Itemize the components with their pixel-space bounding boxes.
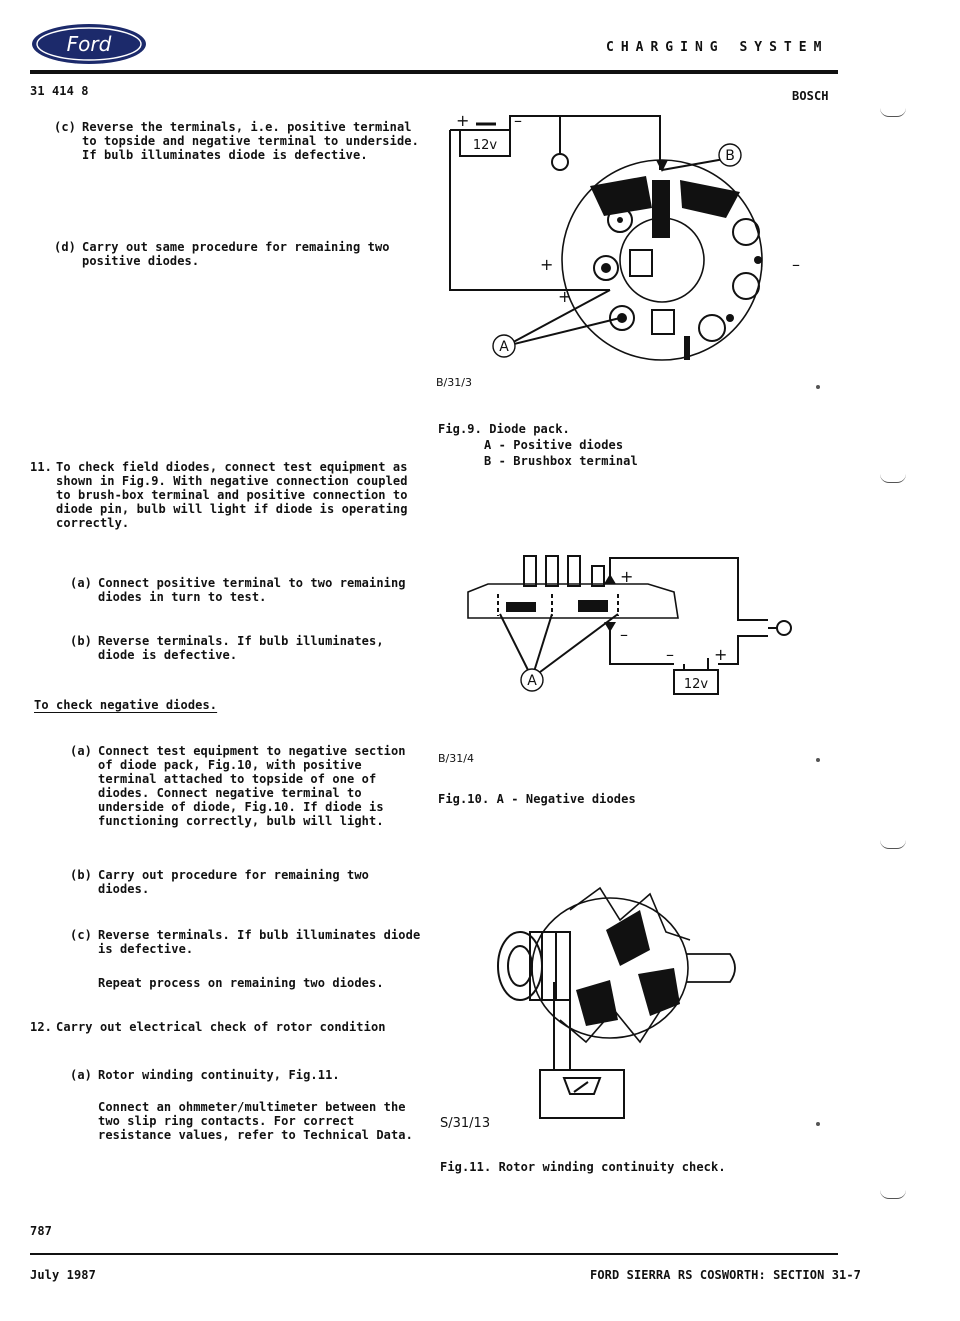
step-text: Carry out same procedure for remaining t… bbox=[82, 240, 390, 268]
fig9-minus-battery: – bbox=[514, 111, 522, 130]
step-text: Rotor winding continuity, Fig.11. bbox=[98, 1068, 340, 1082]
manufacturer-label: BOSCH bbox=[792, 89, 829, 103]
ford-logo: Ford bbox=[30, 22, 148, 70]
fig9-code: B/31/3 bbox=[436, 376, 472, 389]
footer-date: July 1987 bbox=[30, 1268, 96, 1282]
step-number: 12. bbox=[30, 1020, 52, 1034]
step-label: (b) bbox=[70, 868, 92, 882]
step-d-positive: (d) Carry out same procedure for remaini… bbox=[54, 240, 424, 268]
fig9-minus-right: – bbox=[792, 255, 800, 274]
step-neg-b: (b) Carry out procedure for remaining tw… bbox=[70, 868, 426, 896]
step-text: Carry out procedure for remaining two di… bbox=[98, 868, 370, 896]
ford-logo-text: Ford bbox=[67, 32, 112, 56]
step-11a: (a) Connect positive terminal to two rem… bbox=[70, 576, 426, 604]
fig9-battery-label: 12v bbox=[473, 138, 498, 153]
step-text: Connect positive terminal to two remaini… bbox=[98, 576, 406, 604]
fig9-plus-diode: + bbox=[558, 287, 571, 306]
step-text: Reverse the terminals, i.e. positive ter… bbox=[82, 120, 419, 162]
negative-diodes-heading: To check negative diodes. bbox=[34, 698, 218, 712]
step-neg-c: (c) Reverse terminals. If bulb illuminat… bbox=[70, 928, 426, 956]
step-label: (a) bbox=[70, 744, 92, 758]
repeat-note: Repeat process on remaining two diodes. bbox=[98, 976, 384, 990]
fig10-plus-battery: + bbox=[714, 645, 727, 664]
fig10-diagram: A 12v + – – + bbox=[448, 548, 828, 732]
fig10-caption: Fig.10. A - Negative diodes bbox=[438, 792, 636, 806]
step-12a: (a) Rotor winding continuity, Fig.11. bbox=[70, 1068, 426, 1082]
fig10-minus-battery: – bbox=[666, 645, 674, 664]
step-label: (c) bbox=[54, 120, 76, 134]
step-text: Reverse terminals. If bulb illuminates d… bbox=[98, 928, 421, 956]
fig9-label-a: A bbox=[499, 339, 509, 355]
step-11b: (b) Reverse terminals. If bulb illuminat… bbox=[70, 634, 426, 662]
step-label: (a) bbox=[70, 1068, 92, 1082]
fig9-caption-a: A - Positive diodes bbox=[484, 438, 624, 452]
registration-dot bbox=[816, 1122, 820, 1126]
registration-dot bbox=[816, 385, 820, 389]
fig11-code: S/31/13 bbox=[440, 1116, 491, 1131]
margin-mark bbox=[880, 108, 906, 117]
step-text: Carry out electrical check of rotor cond… bbox=[56, 1020, 386, 1034]
step-text: To check field diodes, connect test equi… bbox=[56, 460, 408, 530]
fig10-plus-top: + bbox=[620, 567, 633, 586]
footer-rule bbox=[30, 1253, 838, 1255]
step-text: Reverse terminals. If bulb illuminates, … bbox=[98, 634, 384, 662]
step-number: 11. bbox=[30, 460, 52, 474]
page-number: 787 bbox=[30, 1224, 52, 1238]
ref-number: 31 414 8 bbox=[30, 84, 89, 98]
fig9-plus-left: + bbox=[540, 255, 553, 274]
fig11-caption: Fig.11. Rotor winding continuity check. bbox=[440, 1160, 726, 1174]
header-rule bbox=[30, 70, 838, 74]
fig9-plus-battery: + bbox=[456, 111, 469, 130]
step-c-positive: (c) Reverse the terminals, i.e. positive… bbox=[54, 120, 424, 162]
step-label: (a) bbox=[70, 576, 92, 590]
fig11-diagram bbox=[490, 870, 750, 1134]
step-label: (c) bbox=[70, 928, 92, 942]
footer-document-ref: FORD SIERRA RS COSWORTH: SECTION 31-7 bbox=[590, 1268, 862, 1282]
fig9-diagram: B A 12v + – + + – bbox=[440, 100, 800, 374]
step-12a-detail: Connect an ohmmeter/multimeter between t… bbox=[98, 1100, 413, 1142]
margin-mark bbox=[880, 840, 906, 849]
fig9-caption-title: Fig.9. Diode pack. bbox=[438, 422, 570, 436]
margin-mark bbox=[880, 1190, 906, 1199]
step-label: (d) bbox=[54, 240, 76, 254]
step-neg-a: (a) Connect test equipment to negative s… bbox=[70, 744, 426, 828]
fig9-caption-b: B - Brushbox terminal bbox=[484, 454, 638, 468]
fig9-label-b: B bbox=[725, 148, 735, 164]
fig10-code: B/31/4 bbox=[438, 752, 474, 765]
step-12: 12. Carry out electrical check of rotor … bbox=[30, 1020, 430, 1034]
fig10-battery-label: 12v bbox=[684, 677, 709, 692]
fig10-minus-mid: – bbox=[620, 625, 628, 644]
step-11: 11. To check field diodes, connect test … bbox=[30, 460, 422, 530]
section-title: CHARGING SYSTEM bbox=[606, 40, 829, 55]
fig10-label-a: A bbox=[527, 673, 537, 689]
registration-dot bbox=[816, 758, 820, 762]
step-text: Connect test equipment to negative secti… bbox=[98, 744, 406, 828]
margin-mark bbox=[880, 474, 906, 483]
step-label: (b) bbox=[70, 634, 92, 648]
